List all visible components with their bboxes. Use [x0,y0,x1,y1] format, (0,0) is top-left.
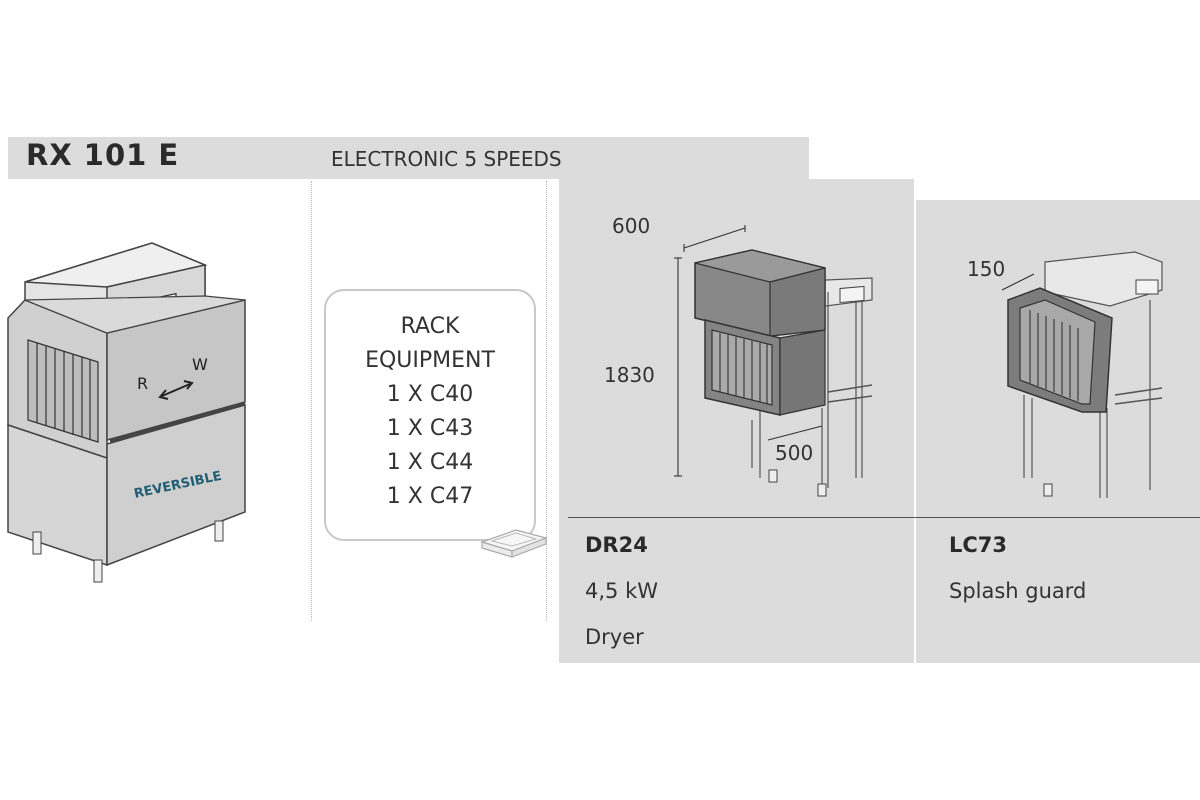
dryer-illustration [674,225,873,497]
panel-divider [568,517,1200,518]
rack-line: RACK [400,314,460,339]
accessory-description-dr24: Dryer [585,625,644,649]
accessory-power-dr24: 4,5 kW [585,579,658,603]
dryer-depth-dimension: 500 [775,441,814,465]
rack-equipment-box [324,289,536,541]
direction-label-r: R [137,374,148,393]
rack-line: 1 X C43 [386,416,474,441]
dryer-width-dimension: 600 [612,214,651,238]
rack-equipment-list: RACK EQUIPMENT 1 X C40 1 X C43 1 X C44 1… [324,310,536,514]
dishwasher-illustration: R W REVERSIBLE [7,242,246,583]
rack-line: EQUIPMENT [365,348,495,373]
model-subtitle: ELECTRONIC 5 SPEEDS [331,147,562,171]
accessory-description-lc73: Splash guard [949,579,1087,603]
model-title: RX 101 E [26,138,180,172]
rack-line: 1 X C44 [386,450,474,475]
separator-2 [546,181,547,621]
accessory-code-dr24: DR24 [585,533,648,557]
rack-tray-icon [480,529,548,558]
rack-line: 1 X C47 [386,484,474,509]
separator-1 [311,181,312,621]
rack-line: 1 X C40 [386,382,474,407]
splash-guard-illustration [1001,251,1163,498]
dryer-height-dimension: 1830 [604,363,655,387]
accessory-code-lc73: LC73 [949,533,1008,557]
header-band [8,137,809,179]
direction-label-w: W [192,355,208,374]
splash-guard-width-dimension: 150 [967,257,1006,281]
